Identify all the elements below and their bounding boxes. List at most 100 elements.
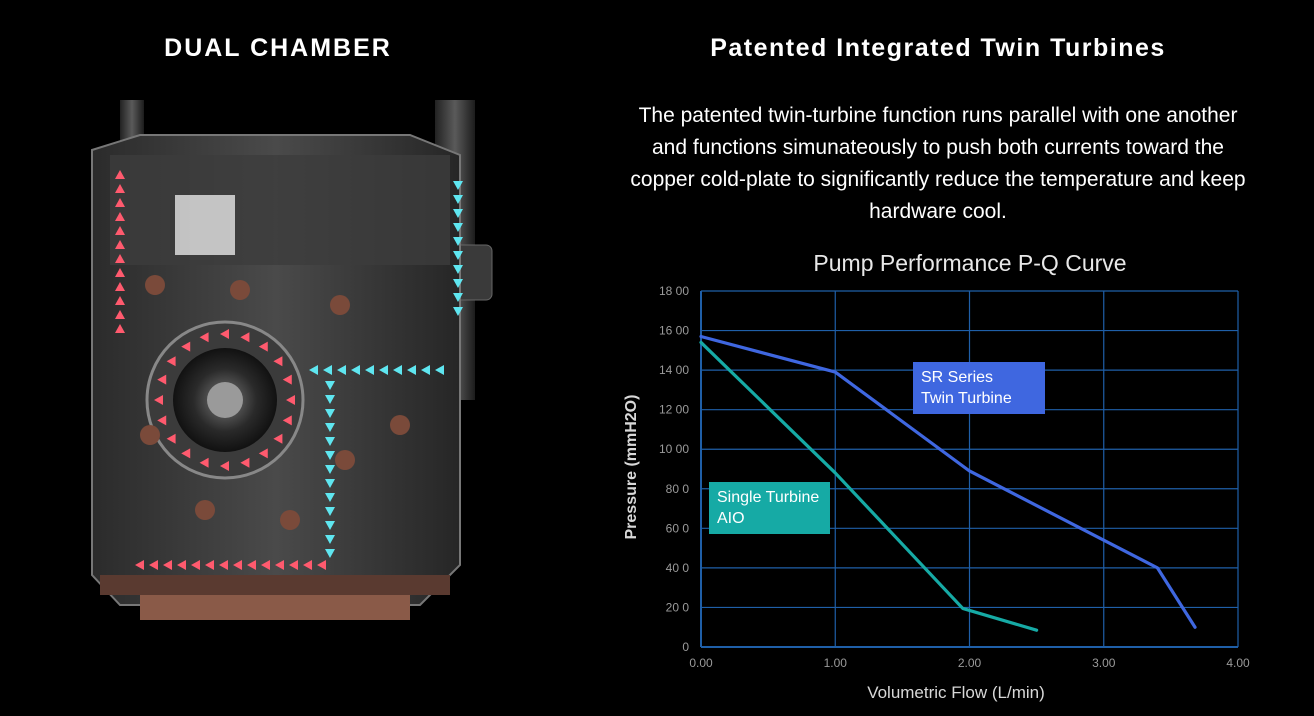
flow-arrow-icon <box>115 240 125 249</box>
flow-arrow-icon <box>325 493 335 502</box>
flow-arrow-icon <box>351 365 360 375</box>
x-tick-label: 3.00 <box>1092 656 1116 670</box>
flow-arrow-icon <box>453 181 463 190</box>
flow-arrow-icon <box>115 268 125 277</box>
flow-arrow-icon <box>166 433 176 444</box>
flow-arrow-icon <box>325 395 335 404</box>
flow-arrow-icon <box>435 365 444 375</box>
flow-arrow-icon <box>453 293 463 302</box>
flow-arrow-icon <box>365 365 374 375</box>
flow-arrow-icon <box>286 395 295 405</box>
flow-arrow-icon <box>407 365 416 375</box>
y-tick-label: 40 0 <box>666 561 690 575</box>
flow-arrow-icon <box>453 223 463 232</box>
y-tick-label: 20 0 <box>666 600 690 614</box>
twin-turbines-title: Patented Integrated Twin Turbines <box>710 34 1166 62</box>
flow-arrow-icon <box>323 365 332 375</box>
legend-sr-series: SR Series Twin Turbine <box>913 362 1045 414</box>
legend-single-line-1: Single Turbine <box>717 489 820 506</box>
flow-arrow-icon <box>115 184 125 193</box>
flow-arrow-icon <box>325 479 335 488</box>
flow-arrow-icon <box>325 535 335 544</box>
flow-arrow-icon <box>154 395 163 405</box>
hot-flow-arrows <box>115 170 326 570</box>
flow-arrow-icon <box>273 356 283 367</box>
flow-arrow-icon <box>115 296 125 305</box>
flow-arrow-icon <box>181 448 191 459</box>
y-tick-label: 80 0 <box>666 482 690 496</box>
description-text: The patented twin-turbine function runs … <box>630 104 1246 223</box>
chart-title: Pump Performance P-Q Curve <box>813 250 1127 276</box>
flow-arrow-icon <box>282 415 292 426</box>
flow-arrow-icon <box>115 170 125 179</box>
flow-arrow-icon <box>273 433 283 444</box>
flow-arrow-icon <box>115 324 125 333</box>
flow-arrow-icon <box>199 332 209 343</box>
flow-arrow-icon <box>282 374 292 385</box>
flow-arrow-icon <box>275 560 284 570</box>
y-tick-label: 0 <box>682 640 689 654</box>
flow-arrow-icon <box>325 409 335 418</box>
flow-arrow-icon <box>325 451 335 460</box>
flow-arrow-icon <box>240 332 250 343</box>
x-tick-label: 0.00 <box>689 656 713 670</box>
flow-arrow-icon <box>163 560 172 570</box>
flow-arrow-icon <box>115 212 125 221</box>
pump-cutaway-image <box>91 100 493 620</box>
flow-arrow-icon <box>247 560 256 570</box>
flow-arrow-icon <box>325 507 335 516</box>
flow-arrow-icon <box>149 560 158 570</box>
flow-arrow-icon <box>181 341 191 352</box>
flow-arrow-icon <box>115 198 125 207</box>
flow-arrow-icon <box>199 457 209 468</box>
flow-arrow-icon <box>115 282 125 291</box>
legend-single-line-2: AIO <box>717 510 745 527</box>
flow-arrow-icon <box>220 329 229 339</box>
x-tick-label: 4.00 <box>1226 656 1250 670</box>
x-tick-label: 1.00 <box>824 656 848 670</box>
flow-arrow-icon <box>453 307 463 316</box>
flow-arrow-icon <box>325 521 335 530</box>
flow-arrow-icon <box>115 226 125 235</box>
flow-arrow-icon <box>453 265 463 274</box>
legend-single-turbine: Single Turbine AIO <box>709 482 830 534</box>
flow-arrow-icon <box>115 254 125 263</box>
flow-arrow-icon <box>325 465 335 474</box>
legend-sr-line-2: Twin Turbine <box>921 390 1012 407</box>
flow-arrow-icon <box>453 279 463 288</box>
flow-arrow-icon <box>393 365 402 375</box>
single-turbine-line <box>699 340 1039 632</box>
flow-arrow-icon <box>240 457 250 468</box>
flow-arrow-icon <box>219 560 228 570</box>
flow-arrow-icon <box>157 415 167 426</box>
flow-arrow-icon <box>337 365 346 375</box>
flow-arrow-icon <box>205 560 214 570</box>
flow-arrow-icon <box>135 560 144 570</box>
dual-chamber-title: DUAL CHAMBER <box>164 34 392 62</box>
pump-illustration <box>80 95 510 630</box>
flow-arrow-icon <box>453 237 463 246</box>
flow-arrow-icon <box>309 365 318 375</box>
flow-arrow-icon <box>220 461 229 471</box>
y-tick-label: 12 00 <box>659 403 689 417</box>
flow-arrow-icon <box>157 374 167 385</box>
flow-arrow-icon <box>325 381 335 390</box>
flow-arrow-icon <box>258 448 268 459</box>
copper-plate <box>100 575 450 595</box>
sr-series-line <box>699 334 1197 629</box>
flow-arrow-icon <box>166 356 176 367</box>
flow-arrow-icon <box>289 560 298 570</box>
flow-arrow-icon <box>421 365 430 375</box>
flow-arrow-icon <box>453 251 463 260</box>
flow-arrow-icon <box>177 560 186 570</box>
flow-arrow-icon <box>191 560 200 570</box>
cold-flow-arrows <box>309 181 463 558</box>
y-tick-label: 60 0 <box>666 521 690 535</box>
flow-arrow-icon <box>317 560 326 570</box>
y-tick-label: 18 00 <box>659 284 689 298</box>
flow-arrow-icon <box>453 209 463 218</box>
x-tick-label: 2.00 <box>958 656 982 670</box>
flow-arrow-icon <box>303 560 312 570</box>
legend-sr-line-1: SR Series <box>921 369 994 386</box>
